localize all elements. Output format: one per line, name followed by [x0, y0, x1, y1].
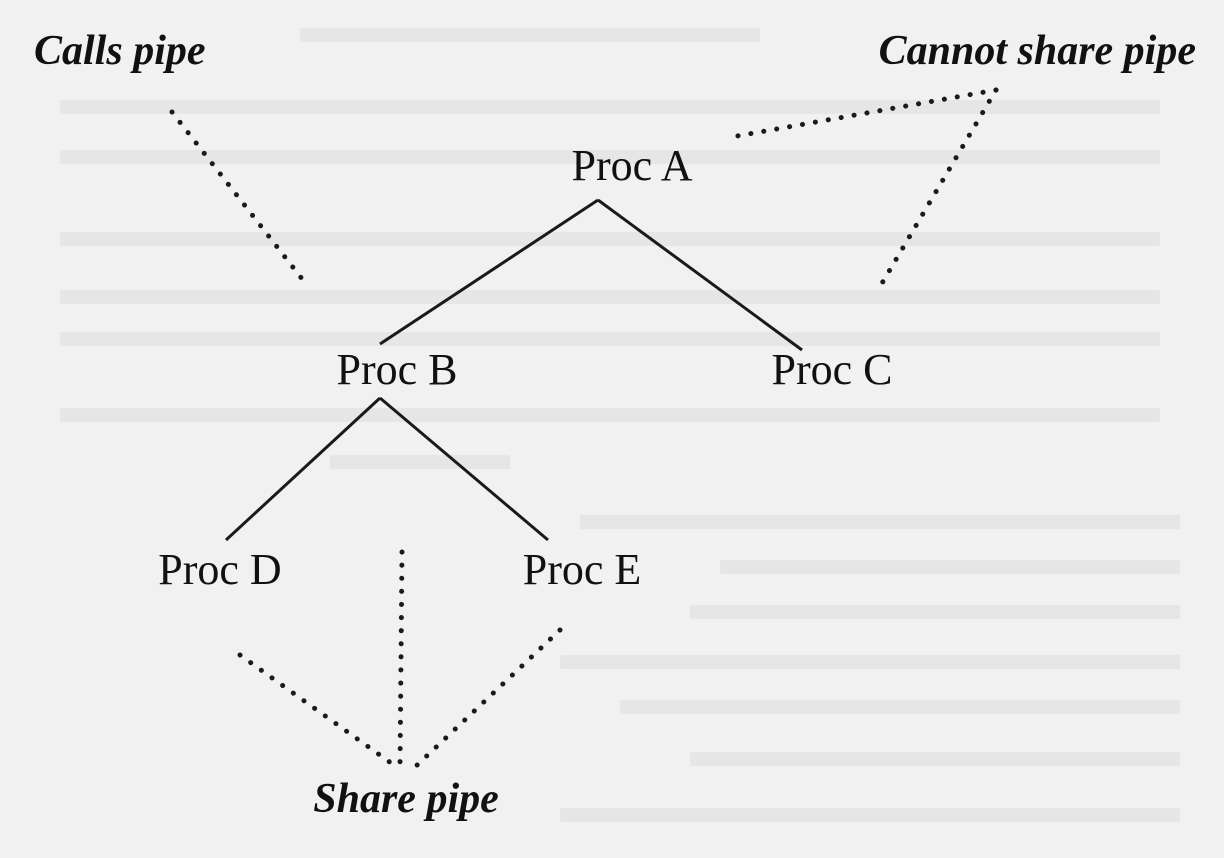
node-proc-a: Proc A — [572, 141, 693, 190]
edge-a-b — [379, 198, 599, 346]
cannot-share-connector-c — [875, 87, 999, 293]
background-texture — [60, 150, 1160, 164]
cannot-share-connector-a — [723, 87, 999, 141]
share-pipe-connector-middle — [397, 549, 405, 771]
background-texture — [620, 700, 1180, 714]
background-texture — [60, 232, 1160, 246]
background-texture — [60, 290, 1160, 304]
edge-b-d — [224, 396, 382, 542]
node-proc-e: Proc E — [523, 545, 642, 594]
background-texture — [580, 515, 1180, 529]
background-texture — [60, 100, 1160, 114]
background-texture — [690, 605, 1180, 619]
background-texture — [690, 752, 1180, 766]
share-pipe-connector-e — [411, 627, 563, 771]
background-texture — [560, 655, 1180, 669]
calls-pipe-connector — [169, 109, 309, 287]
background-texture — [330, 455, 510, 469]
node-proc-b: Proc B — [337, 345, 458, 394]
annotation-share-pipe: Share pipe — [313, 776, 499, 822]
node-proc-c: Proc C — [772, 345, 893, 394]
share-pipe-connector-d — [237, 652, 401, 771]
edge-b-e — [379, 396, 549, 542]
node-proc-d: Proc D — [158, 545, 281, 594]
background-texture — [60, 332, 1160, 346]
background-texture — [720, 560, 1180, 574]
background-texture — [560, 808, 1180, 822]
annotation-calls-pipe: Calls pipe — [34, 28, 206, 74]
background-texture — [300, 28, 760, 42]
edge-a-c — [597, 198, 803, 352]
annotation-cannot-share-pipe: Cannot share pipe — [879, 28, 1196, 74]
background-texture — [60, 408, 1160, 422]
